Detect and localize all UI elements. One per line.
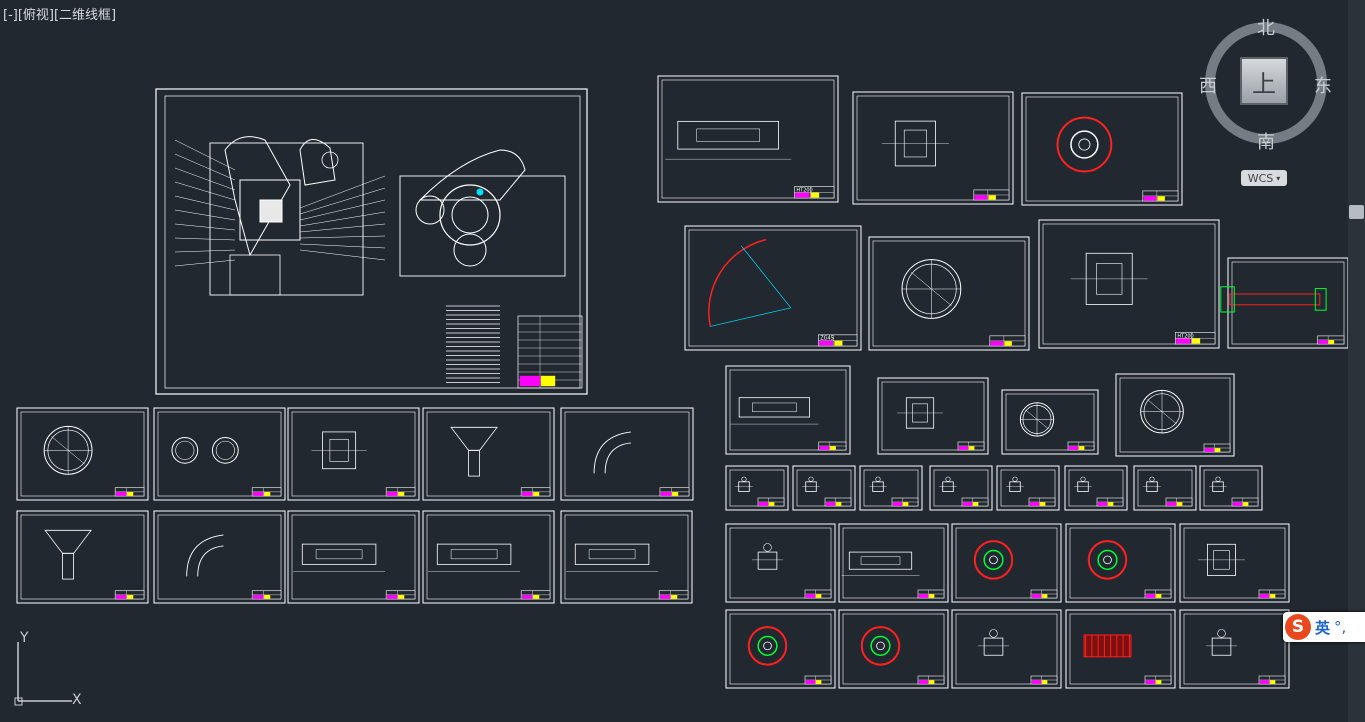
drawing-sheet[interactable] [1115, 373, 1235, 457]
ucs-x-label: X [72, 692, 82, 708]
drawing-sheet[interactable] [287, 407, 420, 501]
viewcube-top-face[interactable]: 上 [1240, 57, 1288, 105]
chevron-down-icon: ▾ [1276, 173, 1281, 183]
drawing-sheet[interactable] [1133, 465, 1197, 511]
drawing-sheet[interactable] [792, 465, 856, 511]
drawing-sheet[interactable] [951, 523, 1062, 603]
ime-language-toggle[interactable]: 英 [1315, 618, 1331, 637]
drawing-sheet[interactable] [725, 365, 851, 455]
scrollbar-thumb[interactable] [1349, 205, 1364, 219]
drawing-sheet[interactable] [859, 465, 923, 511]
drawing-sheet[interactable] [1021, 92, 1183, 206]
compass-south[interactable]: 南 [1257, 132, 1275, 153]
ucs-y-label: Y [19, 630, 29, 646]
sheet-title-label: HT200 [1177, 333, 1193, 339]
viewcube-compass-ring[interactable] [1205, 22, 1327, 144]
drawing-sheet[interactable] [422, 407, 555, 501]
wcs-menu-button[interactable]: WCS ▾ [1241, 170, 1287, 186]
drawing-sheet[interactable] [996, 465, 1060, 511]
sheet-title-label: ZG45 [820, 336, 834, 342]
drawing-sheet[interactable] [153, 407, 286, 501]
drawing-sheet[interactable] [929, 465, 993, 511]
drawing-sheet[interactable]: HT200 [1038, 219, 1220, 349]
drawing-sheet[interactable] [725, 523, 836, 603]
drawing-sheet[interactable] [951, 609, 1062, 689]
compass-west[interactable]: 西 [1199, 76, 1217, 97]
viewcube[interactable]: 上 北 南 西 东 [1199, 18, 1332, 153]
drawing-sheet[interactable] [16, 407, 149, 501]
ime-toolbar[interactable]: S 英 °, [1283, 612, 1365, 642]
drawing-sheet[interactable] [838, 523, 949, 603]
drawing-sheet[interactable] [1220, 257, 1348, 349]
drawing-sheet[interactable] [1065, 523, 1176, 603]
drawing-sheet[interactable] [852, 91, 1014, 205]
compass-east[interactable]: 东 [1314, 76, 1332, 97]
drawing-sheet[interactable] [16, 510, 149, 604]
drawing-sheet[interactable] [153, 510, 286, 604]
drawing-sheet[interactable] [1179, 609, 1290, 689]
drawing-sheet[interactable] [560, 510, 693, 604]
ucs-icon: Y X [10, 630, 100, 714]
compass-north[interactable]: 北 [1257, 18, 1275, 39]
ime-logo-icon[interactable]: S [1285, 614, 1311, 640]
drawing-sheet[interactable] [868, 236, 1030, 351]
drawing-sheet[interactable] [1001, 389, 1099, 455]
vertical-scrollbar[interactable] [1348, 0, 1365, 722]
drawing-sheet[interactable] [1179, 523, 1290, 603]
drawing-sheet[interactable] [725, 609, 836, 689]
viewport-controls-label[interactable]: [-][俯视][二维线框] [3, 8, 117, 23]
drawing-sheet[interactable] [877, 377, 989, 455]
ime-punctuation-toggle[interactable]: °, [1334, 618, 1347, 636]
drawing-sheet[interactable] [725, 465, 789, 511]
drawing-sheet[interactable] [1064, 465, 1128, 511]
drawing-sheet[interactable] [1065, 609, 1176, 689]
drawing-sheet[interactable] [422, 510, 555, 604]
wcs-label: WCS [1247, 171, 1274, 185]
sheet-title-label: HT200 [796, 187, 812, 193]
drawing-sheet[interactable] [287, 510, 420, 604]
drawing-sheet[interactable]: ZG45 [684, 225, 862, 351]
drawing-sheet[interactable] [1199, 465, 1263, 511]
drawing-sheet[interactable] [838, 609, 949, 689]
main-assembly-sheet[interactable] [155, 88, 588, 395]
drawing-sheet[interactable] [560, 407, 694, 501]
drawing-sheet[interactable]: HT200 [657, 75, 839, 203]
